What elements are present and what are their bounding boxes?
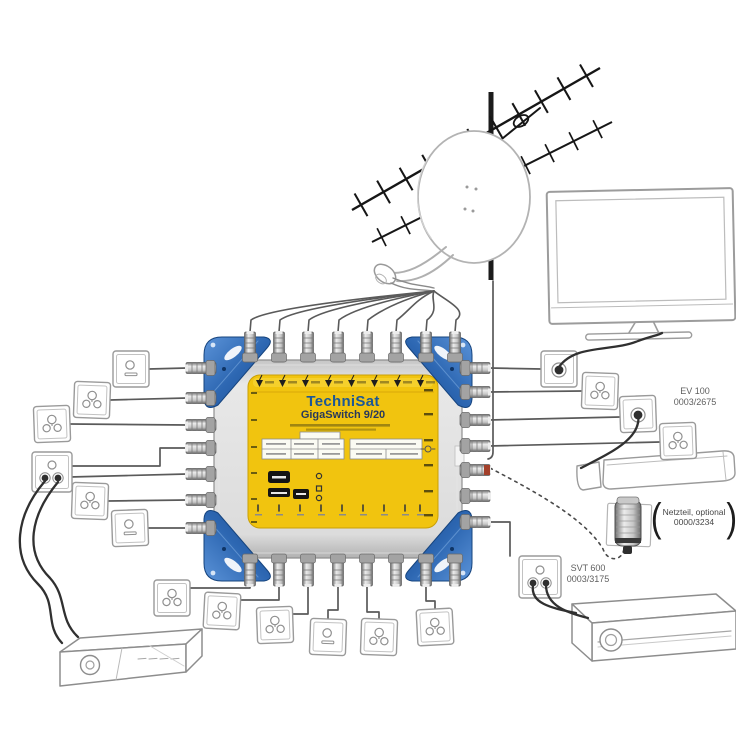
- model-label: GigaSwitch 9/20: [300, 409, 386, 421]
- f-connector: [300, 553, 316, 587]
- f-connector: [185, 417, 217, 433]
- wall-outlet: [31, 451, 73, 493]
- terrestrial-cable: [487, 280, 494, 460]
- f-connector: [447, 553, 463, 587]
- multiswitch: [185, 331, 491, 587]
- f-connector: [459, 514, 491, 530]
- f-connector: [418, 331, 434, 363]
- f-connector: [300, 331, 316, 363]
- media-device-icon: [576, 450, 736, 491]
- wall-outlet: [658, 421, 698, 461]
- f-connector: [459, 462, 491, 478]
- f-connector: [330, 331, 346, 363]
- f-connector: [271, 553, 287, 587]
- satellite-receiver-icon: [59, 628, 203, 687]
- satellite-signal-icon: [256, 380, 263, 387]
- wall-outlet: [359, 617, 399, 657]
- wall-outlet: [112, 350, 150, 388]
- satellite-signal-icon: [302, 380, 309, 387]
- part-name: EV 100: [680, 386, 710, 396]
- f-connector: [271, 331, 287, 363]
- tv-icon: [545, 187, 736, 341]
- satellite-signal-icon: [348, 380, 355, 387]
- part-number: 0003/3175: [566, 574, 610, 584]
- wall-outlet: [153, 579, 191, 617]
- wall-outlet: [415, 607, 455, 647]
- terrestrial-input: [484, 465, 490, 475]
- wall-outlet: [202, 591, 242, 631]
- bracket-open: (: [650, 494, 662, 540]
- f-connector: [459, 384, 491, 400]
- wall-outlet: [308, 617, 348, 657]
- f-connector: [185, 440, 217, 456]
- f-connector: [418, 553, 434, 587]
- wall-outlet: [255, 605, 295, 645]
- annotation-ev100: EV 100 0003/2675: [654, 386, 736, 407]
- f-connector: [185, 520, 217, 536]
- f-connector: [242, 331, 258, 363]
- f-connector: [388, 553, 404, 587]
- wall-outlet: [32, 404, 72, 444]
- wall-outlet: [70, 481, 110, 521]
- f-connector: [185, 360, 217, 376]
- coax-lines: [69, 367, 661, 620]
- f-connector: [242, 553, 258, 587]
- patch-cables: [18, 331, 664, 645]
- f-connector: [459, 488, 491, 504]
- satellite-signal-icon: [417, 380, 424, 387]
- bracket-close: ): [725, 497, 736, 537]
- part-number: 0000/3234: [673, 517, 715, 527]
- satellite-signal-icon: [279, 380, 286, 387]
- f-connector: [388, 331, 404, 363]
- optional-power-cable: [489, 467, 625, 560]
- power-supply-icon: [605, 496, 653, 554]
- satellite-dish-icon: [373, 130, 531, 292]
- f-connector: [459, 360, 491, 376]
- satellite-signal-icon: [394, 380, 401, 387]
- wall-outlet: [518, 555, 562, 599]
- f-connector: [359, 553, 375, 587]
- wall-outlet: [540, 350, 578, 388]
- brand-logo: TechniSat: [306, 393, 380, 410]
- annotation-netzteil: ( Netzteil, optional 0000/3234 ): [646, 497, 736, 537]
- label-print: [251, 374, 436, 523]
- satellite-signal-icon: [371, 380, 378, 387]
- f-connector: [185, 492, 217, 508]
- f-connector: [459, 438, 491, 454]
- wall-outlet: [72, 380, 112, 420]
- f-connector: [330, 553, 346, 587]
- part-name: SVT 600: [570, 563, 606, 573]
- part-name: Netzteil, optional: [662, 507, 726, 517]
- media-device-icon: [571, 593, 736, 662]
- f-connector: [359, 331, 375, 363]
- f-connector: [185, 390, 217, 406]
- satellite-signal-icon: [325, 380, 332, 387]
- wall-outlet: [110, 508, 150, 548]
- trunk-cables: [249, 290, 461, 333]
- f-connector: [447, 331, 463, 363]
- wall-outlet: [580, 371, 620, 411]
- f-connector: [459, 412, 491, 428]
- annotation-svt600: SVT 600 0003/3175: [554, 563, 622, 585]
- f-connectors: [185, 331, 491, 587]
- f-connector: [185, 466, 217, 482]
- part-number: 0003/2675: [673, 396, 717, 407]
